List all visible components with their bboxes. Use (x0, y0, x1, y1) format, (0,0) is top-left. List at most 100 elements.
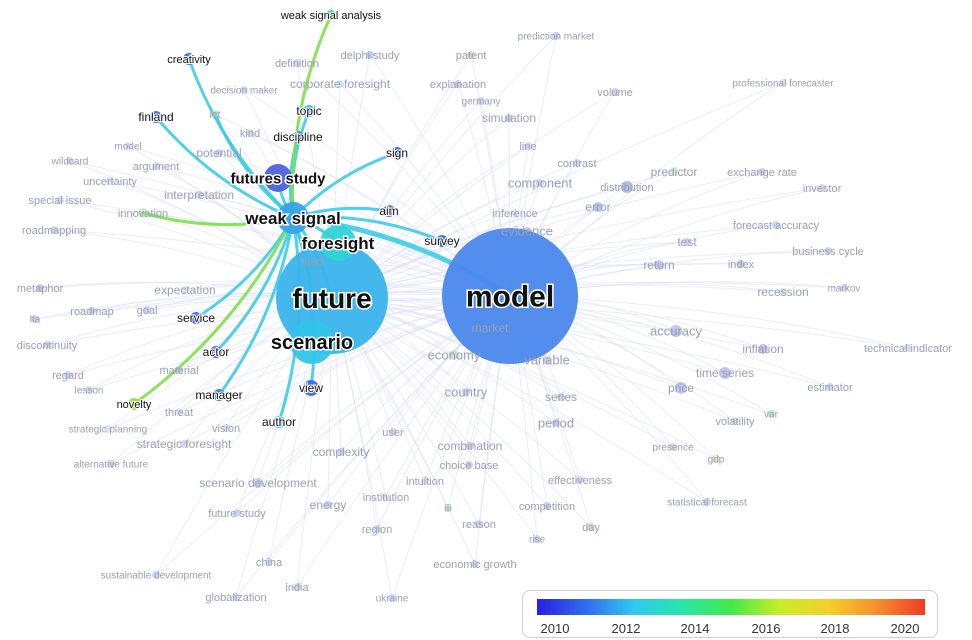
node-label[interactable]: delphi study (341, 50, 400, 62)
node-finland[interactable] (150, 111, 162, 123)
node-label[interactable]: discipline (272, 129, 324, 145)
node-label[interactable]: definition (275, 58, 319, 70)
node-roadmap[interactable] (88, 307, 96, 315)
node-professional-forecaster[interactable] (779, 79, 787, 87)
node-future-study[interactable] (233, 509, 241, 517)
node-label[interactable]: lesson (75, 386, 104, 397)
node-day[interactable] (587, 523, 595, 531)
node-period[interactable] (552, 419, 560, 427)
node-china[interactable] (265, 558, 273, 566)
node-choice-base[interactable] (465, 461, 473, 469)
node-label[interactable]: predictor (651, 165, 698, 179)
node-predictor[interactable] (670, 168, 678, 176)
node-label[interactable]: alternative future (74, 460, 149, 471)
node-vision[interactable] (222, 424, 230, 432)
node-label[interactable]: roadmapping (22, 225, 86, 237)
node-index[interactable] (737, 260, 745, 268)
node-corporate-foresight[interactable] (336, 80, 344, 88)
node-institution[interactable] (382, 493, 390, 501)
node-label[interactable]: future study (208, 508, 266, 520)
node-label[interactable]: distribution (600, 182, 653, 194)
node-label[interactable]: regard (52, 370, 84, 382)
node-label[interactable]: strategic planning (69, 425, 147, 436)
node-actor[interactable] (210, 346, 222, 358)
node-label[interactable]: germany (462, 97, 501, 108)
node-label[interactable]: corporate foresight (290, 77, 391, 91)
node-energy[interactable] (324, 501, 332, 509)
node-exchange-rate[interactable] (758, 168, 766, 176)
node-label[interactable]: region (362, 524, 393, 536)
node-label[interactable]: rise (529, 535, 546, 546)
node-label[interactable]: novelty (116, 398, 153, 412)
node-label[interactable]: economic growth (433, 559, 516, 571)
node-author[interactable] (273, 416, 285, 428)
node-globalization[interactable] (232, 593, 240, 601)
node-sustainable-development[interactable] (152, 571, 160, 579)
node-label[interactable]: series (545, 390, 577, 404)
node-sign[interactable] (391, 147, 403, 159)
node-label[interactable]: volume (597, 87, 632, 99)
node-label[interactable]: service (176, 310, 216, 326)
node-statistical-forecast[interactable] (703, 498, 711, 506)
node-explanation[interactable] (454, 80, 462, 88)
node-lta[interactable] (31, 315, 39, 323)
node-simulation[interactable] (505, 114, 513, 122)
node-roadmapping[interactable] (50, 226, 58, 234)
node-potential[interactable] (215, 149, 223, 157)
node-label[interactable]: interpretation (164, 188, 234, 202)
node-scenario-development[interactable] (253, 478, 263, 488)
node-label[interactable]: weak signal analysis (279, 9, 383, 23)
node-label[interactable]: author (261, 414, 297, 430)
node-label[interactable]: discontinuity (17, 340, 78, 352)
node-accuracy[interactable] (670, 325, 682, 337)
node-patent[interactable] (467, 51, 475, 59)
node-label[interactable]: user (382, 427, 404, 439)
node-price[interactable] (675, 382, 687, 394)
node-label[interactable]: futures study (229, 169, 328, 189)
node-label[interactable]: contrast (557, 158, 596, 170)
node-model2[interactable] (124, 142, 132, 150)
node-label[interactable]: potential (196, 146, 241, 160)
node-uncertainty[interactable] (106, 177, 114, 185)
node-label[interactable]: future (291, 281, 373, 315)
node-label[interactable]: survey (423, 233, 460, 249)
node-label[interactable]: markov (828, 284, 861, 295)
node-variable[interactable] (543, 356, 551, 364)
node-discipline[interactable] (292, 131, 304, 143)
node-regard[interactable] (64, 371, 72, 379)
node-label[interactable]: energy (310, 498, 347, 512)
node-label[interactable]: estimator (807, 382, 853, 394)
node-label[interactable]: inference (492, 208, 537, 220)
node-label[interactable]: time series (696, 366, 754, 380)
node-weak-signal[interactable] (277, 202, 309, 234)
node-label[interactable]: intuition (406, 476, 444, 488)
node-label[interactable]: sign (385, 145, 409, 161)
node-contrast[interactable] (573, 159, 581, 167)
node-label[interactable]: scenario (269, 331, 354, 356)
node-label[interactable]: reason (462, 519, 496, 531)
node-label[interactable]: economy (428, 348, 481, 363)
node-expectation[interactable] (181, 286, 189, 294)
node-service[interactable] (190, 312, 202, 324)
node-technical-indicator[interactable] (904, 344, 912, 352)
node-prediction-market[interactable] (552, 32, 560, 40)
node-label[interactable]: price (668, 381, 694, 395)
node-ict[interactable] (211, 110, 219, 118)
node-topic[interactable] (303, 105, 315, 117)
node-argument[interactable] (152, 162, 160, 170)
node-novelty[interactable] (128, 398, 140, 410)
node-series[interactable] (557, 393, 565, 401)
node-label[interactable]: foresight (300, 232, 376, 254)
node-estimator[interactable] (826, 383, 834, 391)
node-label[interactable]: professional forecaster (732, 79, 834, 90)
node-survey[interactable] (436, 235, 448, 247)
node-scenario[interactable] (290, 320, 334, 364)
node-metaphor[interactable] (36, 284, 44, 292)
node-india[interactable] (293, 583, 301, 591)
node-distribution[interactable] (621, 181, 633, 193)
node-label[interactable]: model (114, 142, 141, 153)
node-return[interactable] (654, 260, 664, 270)
node-label[interactable]: competition (519, 501, 575, 513)
node-economic-growth[interactable] (471, 560, 479, 568)
